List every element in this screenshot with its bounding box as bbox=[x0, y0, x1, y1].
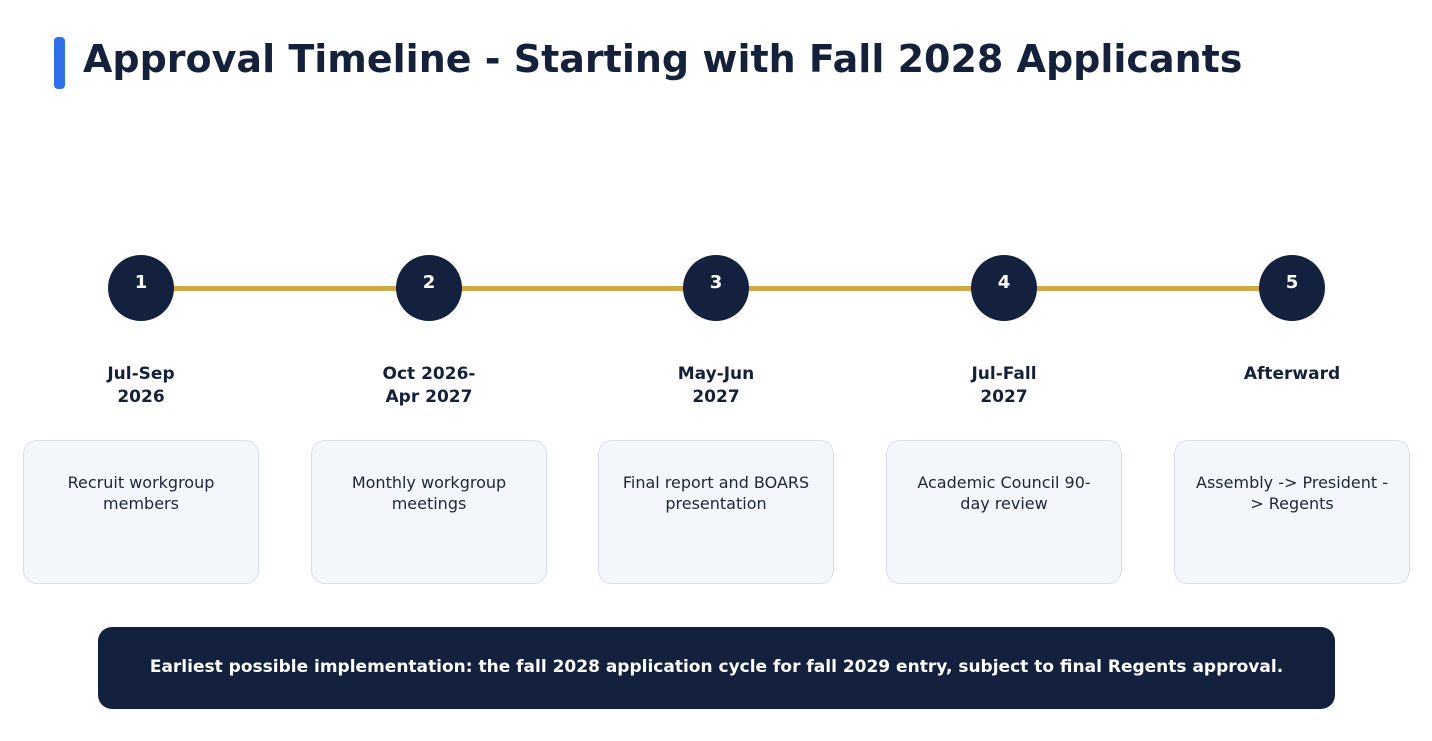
step-number-circle: 3 bbox=[683, 255, 749, 321]
step-card: Monthly workgroup meetings bbox=[311, 440, 547, 584]
step-date: Jul-Fall 2027 bbox=[971, 364, 1037, 407]
step-description: Academic Council 90-day review bbox=[917, 473, 1091, 513]
step-number-circle: 2 bbox=[396, 255, 462, 321]
step-number-circle: 5 bbox=[1259, 255, 1325, 321]
implementation-note: Earliest possible implementation: the fa… bbox=[149, 657, 1284, 677]
step-date: Jul-Sep 2026 bbox=[107, 364, 175, 407]
step-card: Assembly -> President -> Regents bbox=[1174, 440, 1410, 584]
step-date: Afterward bbox=[1243, 364, 1341, 384]
implementation-banner: Earliest possible implementation: the fa… bbox=[98, 627, 1335, 709]
step-card: Final report and BOARS presentation bbox=[598, 440, 834, 584]
step-description: Recruit workgroup members bbox=[67, 473, 215, 513]
step-description: Final report and BOARS presentation bbox=[622, 473, 810, 513]
step-description: Assembly -> President -> Regents bbox=[1196, 473, 1388, 513]
step-description: Monthly workgroup meetings bbox=[351, 473, 507, 513]
step-card: Academic Council 90-day review bbox=[886, 440, 1122, 584]
step-card: Recruit workgroup members bbox=[23, 440, 259, 584]
step-number-circle: 1 bbox=[108, 255, 174, 321]
step-date: Oct 2026- Apr 2027 bbox=[382, 364, 476, 407]
step-date: May-Jun 2027 bbox=[677, 364, 755, 407]
step-number-circle: 4 bbox=[971, 255, 1037, 321]
title-accent-bar bbox=[54, 37, 65, 89]
page-title: Approval Timeline - Starting with Fall 2… bbox=[83, 37, 1243, 81]
